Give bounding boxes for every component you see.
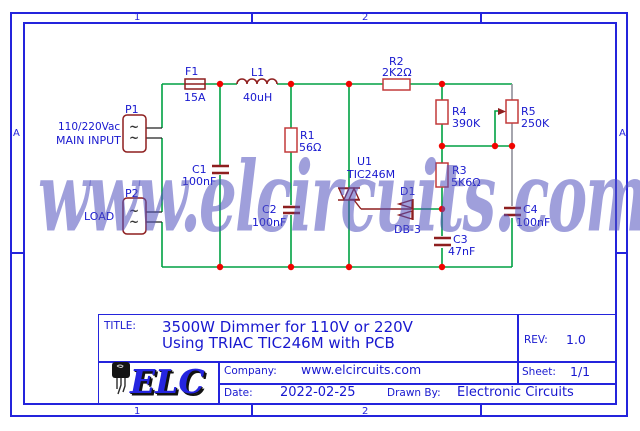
label-r4-ref: R4 xyxy=(452,105,467,118)
title-label: TITLE: xyxy=(104,320,136,332)
resistor-r3 xyxy=(435,162,449,188)
title-block-divider xyxy=(218,361,220,405)
label-r5-value: 250K xyxy=(521,117,550,130)
label-c4-value: 100nF xyxy=(516,216,551,229)
zone-label-left-a: A xyxy=(13,128,20,139)
junction-dots xyxy=(216,80,516,271)
title-block-divider xyxy=(218,383,617,385)
date-value: 2022-02-25 xyxy=(280,385,356,400)
transistor-icon xyxy=(112,362,130,395)
label-f1-ref: F1 xyxy=(185,65,199,78)
label-c3-value: 47nF xyxy=(448,245,476,258)
label-c4-ref: C4 xyxy=(523,203,538,216)
p2-pin1-symbol: ~ xyxy=(129,204,140,218)
wires xyxy=(161,83,513,268)
label-c1-value: 100nF xyxy=(182,175,217,188)
capacitor-c1 xyxy=(212,164,229,175)
p1-pin1-symbol: ~ xyxy=(129,120,140,134)
capacitor-c4 xyxy=(504,206,521,217)
zone-separator xyxy=(251,405,253,417)
zone-separator xyxy=(480,405,482,417)
outer-border xyxy=(10,12,628,417)
diac-d1 xyxy=(396,199,414,220)
connector-pins xyxy=(146,127,162,223)
logo-text: ELC xyxy=(130,362,205,401)
p1-pin2-symbol: ~ xyxy=(129,131,140,145)
label-d1-ref: D1 xyxy=(400,185,416,198)
triac-u1 xyxy=(337,186,362,210)
zone-label-top-1: 1 xyxy=(134,12,141,23)
connector-p2 xyxy=(122,197,147,235)
label-c2-value: 100nF xyxy=(252,216,287,229)
label-l1-ref: L1 xyxy=(251,66,265,79)
label-p1-desc2: MAIN INPUT xyxy=(56,134,121,147)
capacitor-c3 xyxy=(434,236,451,247)
connector-p1 xyxy=(122,114,147,153)
drawn-by-label: Drawn By: xyxy=(387,387,441,399)
potentiometer-r5 xyxy=(498,99,519,124)
zone-separator xyxy=(480,12,482,22)
zone-separator xyxy=(251,12,253,22)
company-value: www.elcircuits.com xyxy=(301,362,422,377)
label-u1-ref: U1 xyxy=(357,155,373,168)
zone-separator xyxy=(10,252,23,254)
zone-label-bottom-1: 1 xyxy=(134,406,141,417)
fuse-f1 xyxy=(184,78,206,90)
date-label: Date: xyxy=(224,387,253,399)
label-r2-value: 2K2Ω xyxy=(382,66,412,79)
sheet-label: Sheet: xyxy=(522,366,556,378)
label-r1-ref: R1 xyxy=(300,129,315,142)
capacitor-c2 xyxy=(283,205,300,215)
rev-value: 1.0 xyxy=(566,332,586,347)
label-f1-value: 15A xyxy=(184,91,206,104)
p2-pin2-symbol: ~ xyxy=(129,215,140,229)
label-c2-ref: C2 xyxy=(262,203,277,216)
label-l1-value: 40uH xyxy=(243,91,273,104)
label-c1-ref: C1 xyxy=(192,163,207,176)
label-p2-desc: LOAD xyxy=(84,210,115,223)
inductor-l1 xyxy=(236,78,278,85)
label-p1-desc1: 110/220Vac xyxy=(58,121,121,133)
title-block-divider xyxy=(517,314,519,383)
zone-label-top-2: 2 xyxy=(362,12,369,23)
company-label: Company: xyxy=(224,365,277,377)
resistor-r1 xyxy=(284,127,298,153)
title-line1: 3500W Dimmer for 110V or 220V xyxy=(162,318,413,336)
zone-separator xyxy=(617,252,628,254)
title-block xyxy=(98,314,617,405)
label-r3-value: 5K6Ω xyxy=(451,176,481,189)
title-block-divider xyxy=(98,361,617,363)
zone-label-right-a: A xyxy=(619,128,626,139)
label-r1-value: 56Ω xyxy=(299,141,322,154)
label-p1-ref: P1 xyxy=(125,103,139,116)
label-r5-ref: R5 xyxy=(521,105,536,118)
resistor-r4 xyxy=(435,99,449,125)
label-p2-ref: P2 xyxy=(125,187,139,200)
sheet-value: 1/1 xyxy=(570,364,591,379)
zone-label-bottom-2: 2 xyxy=(362,406,369,417)
label-r4-value: 390K xyxy=(452,117,481,130)
resistor-r2 xyxy=(382,78,411,91)
rev-label: REV: xyxy=(524,334,548,346)
label-d1-value: DB-3 xyxy=(394,223,421,236)
title-line2: Using TRIAC TIC246M with PCB xyxy=(162,334,395,352)
label-u1-value: TIC246M xyxy=(347,168,396,181)
label-r2-ref: R2 xyxy=(389,55,404,68)
label-c3-ref: C3 xyxy=(453,233,468,246)
label-r3-ref: R3 xyxy=(452,164,467,177)
drawn-by-value: Electronic Circuits xyxy=(457,385,574,400)
